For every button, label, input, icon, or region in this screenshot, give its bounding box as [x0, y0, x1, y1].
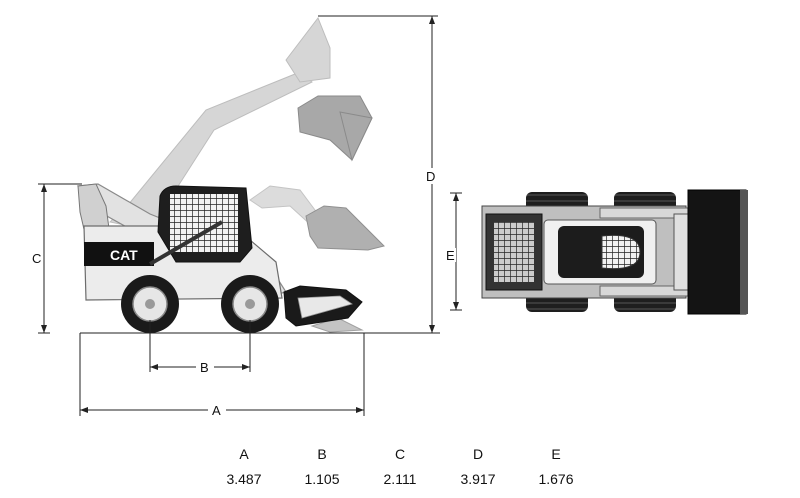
specs-header-row: A B C D E — [205, 446, 595, 462]
spec-label: C — [394, 446, 406, 462]
cat-logo-side: CAT — [110, 247, 138, 263]
specs-table: A B C D E 3.487 1.105 2.111 3.917 1.676 — [205, 446, 595, 487]
lift-cylinder — [148, 220, 224, 266]
rear-wheel — [121, 275, 179, 333]
dimension-arrows — [41, 16, 459, 413]
spec-label: D — [472, 446, 484, 462]
dim-label-b: B — [200, 360, 209, 375]
skid-steer-side-view: CAT — [76, 183, 363, 333]
spec-value: 3.917 — [460, 471, 496, 487]
top-bucket — [687, 189, 747, 315]
spec-value: 3.487 — [226, 471, 262, 487]
spec-label: A — [239, 446, 249, 462]
dim-label-d: D — [426, 169, 435, 184]
top-front-window — [601, 234, 641, 270]
side-panel — [84, 242, 154, 266]
spec-value: 2.111 — [383, 471, 417, 487]
ghost-bucket-high — [297, 95, 373, 162]
cab-window-grid — [170, 194, 238, 252]
spec-label: E — [551, 446, 561, 462]
front-wheel — [221, 275, 279, 333]
dim-label-c: C — [32, 251, 41, 266]
dim-label-e: E — [446, 248, 455, 263]
specs-value-row: 3.487 1.105 2.111 3.917 1.676 — [205, 471, 595, 487]
ghost-bucket-mid — [305, 205, 385, 251]
spec-value: 1.676 — [538, 471, 574, 487]
spec-value: 1.105 — [304, 471, 340, 487]
dim-label-a: A — [212, 403, 221, 418]
skid-steer-top-view — [481, 189, 748, 315]
spec-label: B — [317, 446, 327, 462]
